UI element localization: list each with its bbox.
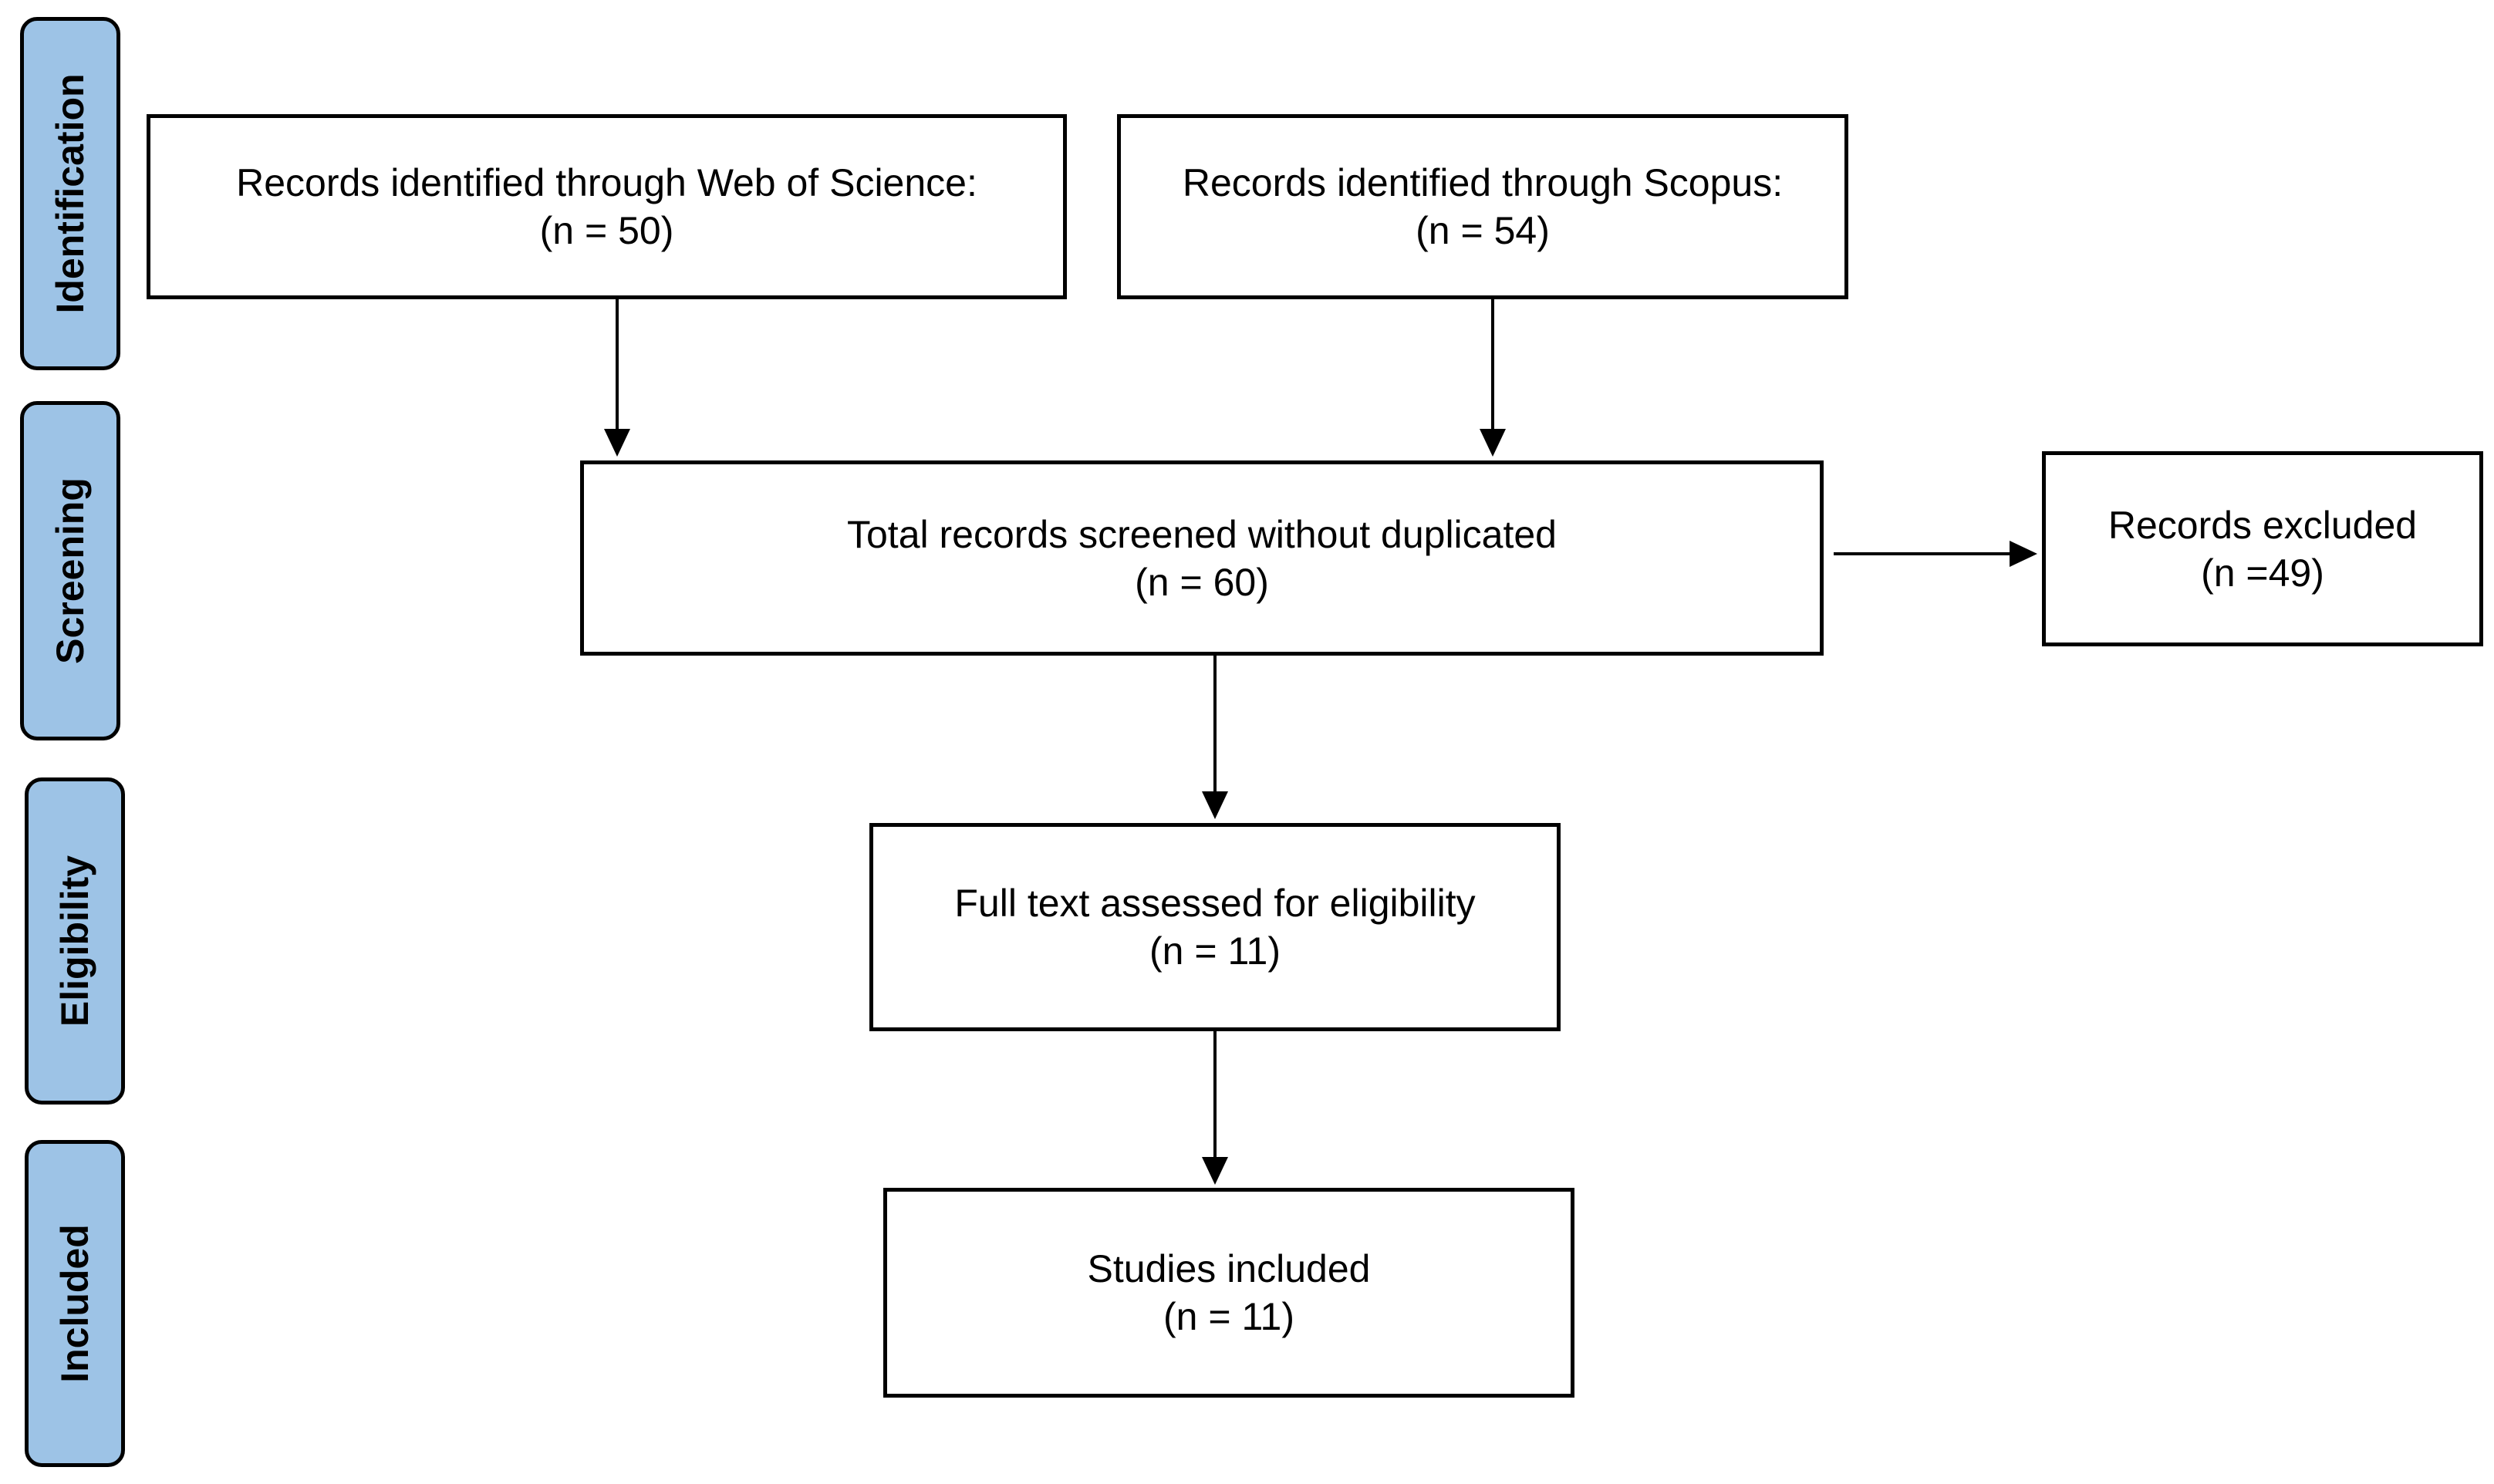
arrowhead-scopus	[1480, 429, 1506, 457]
box-web-of-science-count: (n = 50)	[539, 209, 674, 252]
box-records-excluded: Records excluded (n =49)	[2042, 451, 2483, 646]
phase-included: Included	[25, 1140, 125, 1467]
box-scopus-title: Records identified through Scopus:	[1182, 161, 1784, 204]
box-studies-included-title: Studies included	[1087, 1247, 1371, 1290]
phase-eligibility-label: Eligibility	[53, 855, 96, 1027]
arrowhead-wos	[604, 429, 630, 457]
phase-included-label: Included	[53, 1224, 96, 1383]
arrowhead-included	[1202, 1157, 1228, 1185]
arrowhead-excluded	[2010, 541, 2037, 567]
arrowhead-fulltext	[1202, 791, 1228, 819]
box-records-excluded-title: Records excluded	[2108, 503, 2418, 547]
box-full-text-assessed: Full text assessed for eligibility (n = …	[869, 823, 1561, 1031]
box-records-excluded-count: (n =49)	[2201, 551, 2324, 595]
box-studies-included: Studies included (n = 11)	[883, 1188, 1574, 1398]
phase-identification-label: Identification	[49, 73, 92, 314]
box-full-text-assessed-count: (n = 11)	[1149, 929, 1281, 973]
phase-identification: Identification	[20, 17, 120, 370]
box-web-of-science-title: Records identified through Web of Scienc…	[236, 161, 977, 204]
box-studies-included-count: (n = 11)	[1163, 1295, 1294, 1338]
box-records-screened: Total records screened without duplicate…	[580, 460, 1824, 656]
box-records-screened-title: Total records screened without duplicate…	[847, 512, 1557, 556]
box-scopus: Records identified through Scopus: (n = …	[1117, 114, 1848, 299]
phase-eligibility: Eligibility	[25, 777, 125, 1105]
phase-screening: Screening	[20, 401, 120, 740]
box-records-screened-count: (n = 60)	[1135, 560, 1269, 604]
box-scopus-count: (n = 54)	[1416, 209, 1550, 252]
box-full-text-assessed-title: Full text assessed for eligibility	[954, 882, 1476, 925]
phase-screening-label: Screening	[49, 477, 92, 664]
box-web-of-science: Records identified through Web of Scienc…	[147, 114, 1067, 299]
